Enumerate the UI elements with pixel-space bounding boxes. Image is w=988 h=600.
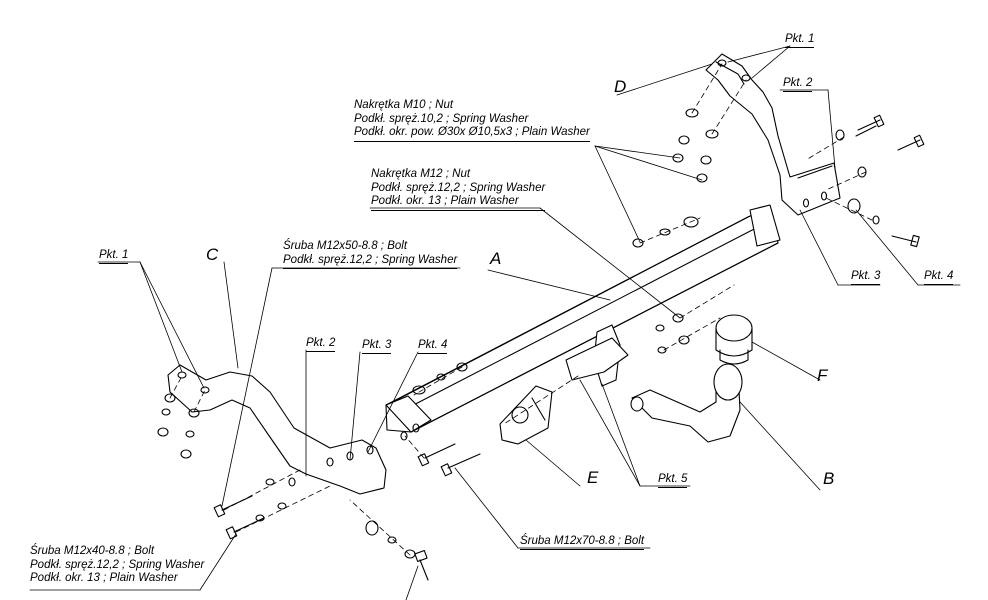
crossbar-a <box>385 204 781 441</box>
ball-cap-f <box>715 314 753 365</box>
ball-neck-b <box>630 363 743 443</box>
label-pkt4-mid: Pkt. 4 <box>418 339 448 354</box>
label-letter-d: D <box>614 77 627 96</box>
label-nut-m10-line-3: Podkł. okr. pow. Ø30x Ø10,5x3 ; Plain Wa… <box>354 126 590 142</box>
label-pkt3-mid: Pkt. 3 <box>362 339 392 354</box>
label-bolt-m12x40-block: Śruba M12x40-8.8 ; Bolt Podkł. spręż.12,… <box>30 545 204 586</box>
label-letter-e: E <box>587 468 599 487</box>
label-bolt-m12x50-block: Śruba M12x50-8.8 ; Bolt Podkł. spręż.12,… <box>283 240 458 269</box>
label-pkt4-right: Pkt. 4 <box>924 270 954 285</box>
label-pkt3-right: Pkt. 3 <box>851 270 881 285</box>
bracket-d <box>705 53 841 216</box>
label-bolt-m12x40-line-3: Podkł. okr. 13 ; Plain Washer <box>30 572 178 584</box>
label-bolt-m12x70: Śruba M12x70-8.8 ; Bolt <box>520 535 645 550</box>
label-bolt-m12x50-line-2: Podkł. spręż.12,2 ; Spring Washer <box>283 254 458 269</box>
label-nut-m12-block: Nakrętka M12 ; Nut Podkł. spręż.12,2 ; S… <box>371 168 546 211</box>
label-letter-f: F <box>817 366 828 385</box>
mounting-plate <box>565 324 629 387</box>
label-nut-m10-line-1: Nakrętka M10 ; Nut <box>354 99 454 111</box>
electric-socket-e <box>499 385 553 445</box>
label-bolt-m12x40-line-2: Podkł. spręż.12,2 ; Spring Washer <box>30 558 205 571</box>
label-pkt1-top: Pkt. 1 <box>785 33 815 48</box>
label-nut-m10-block: Nakrętka M10 ; Nut Podkł. spręż.10,2 ; S… <box>354 99 590 142</box>
label-pkt2-top: Pkt. 2 <box>783 77 813 92</box>
label-nut-m12-line-3: Podkł. okr. 13 ; Plain Washer <box>371 195 546 211</box>
label-bolt-m12x50-line-1: Śruba M12x50-8.8 ; Bolt <box>283 240 408 252</box>
assembly-dash-lines <box>169 63 873 556</box>
label-pkt5: Pkt. 5 <box>658 473 688 488</box>
label-letter-c: C <box>206 245 219 264</box>
label-letter-b: B <box>823 469 835 488</box>
leader-lines <box>29 45 961 600</box>
label-nut-m12-line-2: Podkł. spręż.12,2 ; Spring Washer <box>371 181 546 194</box>
label-bolt-m12x40-line-1: Śruba M12x40-8.8 ; Bolt <box>30 545 155 557</box>
label-nut-m10-line-2: Podkł. spręż.10,2 ; Spring Washer <box>354 112 529 125</box>
bracket-c <box>167 364 387 495</box>
label-pkt1-left: Pkt. 1 <box>99 249 129 264</box>
label-letter-a: A <box>490 249 502 268</box>
nut-washer-set <box>157 108 880 559</box>
label-pkt2-mid: Pkt. 2 <box>306 337 336 352</box>
label-nut-m12-line-1: Nakrętka M12 ; Nut <box>371 168 471 180</box>
